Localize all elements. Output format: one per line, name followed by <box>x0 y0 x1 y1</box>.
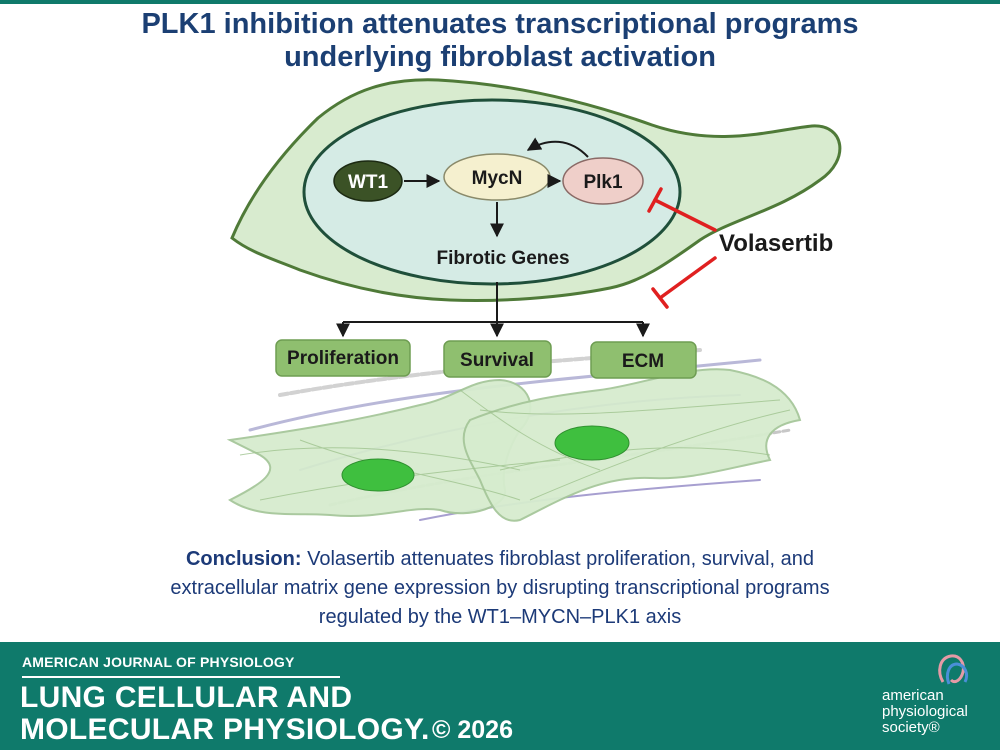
kicker-rule <box>22 676 340 678</box>
volasertib-label: Volasertib <box>719 230 833 257</box>
fibroblast-cell-right <box>462 368 802 522</box>
aps-logo-icon <box>938 654 969 685</box>
conclusion-line-1: Conclusion: Volasertib attenuates fibrob… <box>90 545 910 574</box>
outcome-ecm: ECM <box>590 341 697 379</box>
conclusion-line-1-text: Volasertib attenuates fibroblast prolife… <box>307 548 815 570</box>
fibroblast-nucleus-right <box>554 425 630 461</box>
journal-footer: AMERICAN JOURNAL OF PHYSIOLOGY LUNG CELL… <box>0 642 1000 750</box>
aps-line-1: american <box>882 687 944 704</box>
copyright: © 2026 <box>432 716 513 744</box>
mycn-node: MycN <box>443 153 551 201</box>
aps-wordmark: american physiological society® <box>882 688 982 736</box>
outcome-proliferation-label: Proliferation <box>287 348 399 369</box>
inhibition-bar-plk1 <box>647 187 717 232</box>
fibrotic-genes-label: Fibrotic Genes <box>436 248 569 269</box>
fibroblast-nucleus-left <box>341 458 415 492</box>
title-line-1: PLK1 inhibition attenuates transcription… <box>141 8 859 40</box>
wt1-label: WT1 <box>348 172 389 193</box>
conclusion-label: Conclusion: <box>185 548 302 570</box>
outcome-ecm-label: ECM <box>622 351 664 372</box>
branch-connectors <box>336 282 650 338</box>
outcome-proliferation: Proliferation <box>275 339 411 377</box>
aps-line-2: physiological <box>882 703 968 720</box>
mycn-label: MycN <box>472 168 523 189</box>
top-rule <box>0 0 1000 4</box>
journal-kicker: AMERICAN JOURNAL OF PHYSIOLOGY <box>22 654 295 670</box>
fibroblast-illustration <box>226 348 802 522</box>
conclusion-line-3: regulated by the WT1–MYCN–PLK1 axis <box>318 606 682 628</box>
inhibition-bar-fibrotic-pathway <box>651 256 717 309</box>
conclusion-line-2: extracellular matrix gene expression by … <box>170 577 830 599</box>
plk1-node: Plk1 <box>562 157 644 205</box>
aps-line-3: society® <box>882 719 940 736</box>
journal-name-line-2: MOLECULAR PHYSIOLOGY. <box>20 713 430 746</box>
outcome-survival: Survival <box>443 340 552 378</box>
conclusion-text: Conclusion: Volasertib attenuates fibrob… <box>90 545 910 632</box>
figure-title: PLK1 inhibition attenuates transcription… <box>0 8 1000 74</box>
outcome-survival-label: Survival <box>460 350 534 371</box>
plk1-label: Plk1 <box>583 172 623 193</box>
wt1-node: WT1 <box>333 160 403 202</box>
arrow-plk1-to-mycn <box>526 137 589 158</box>
journal-name-line-1: LUNG CELLULAR AND <box>20 681 353 714</box>
diagram: WT1 MycN Plk1 Fibrotic Genes Volasertib … <box>226 78 842 522</box>
title-line-2: underlying fibroblast activation <box>284 41 716 73</box>
